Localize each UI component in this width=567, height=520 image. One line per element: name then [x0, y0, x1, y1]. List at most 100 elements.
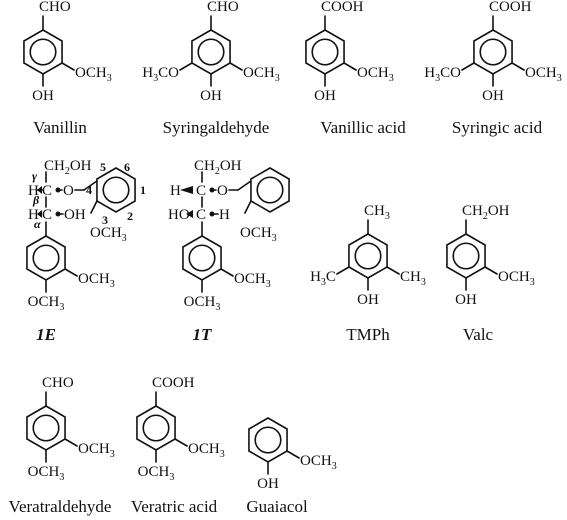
label-part: OH: [257, 476, 279, 492]
label-part: 4: [86, 183, 92, 197]
label-part: C: [42, 183, 52, 199]
bond: [220, 268, 234, 277]
ch2oh-group: CH2OH: [194, 158, 242, 177]
wedge-bond: [186, 210, 193, 218]
subscript: 3: [153, 73, 158, 84]
subscript: 3: [122, 233, 127, 244]
label-part: OCH: [28, 294, 60, 310]
label-part: 2: [127, 209, 133, 223]
vanillic-acid-caption: Vanillic acid: [320, 118, 406, 137]
subscript: 3: [59, 302, 64, 313]
label-part: Vanillic acid: [320, 118, 406, 137]
aromatic-circle: [142, 414, 170, 442]
bond: [174, 438, 188, 447]
label-part: CH: [194, 158, 215, 174]
syringaldehyde-caption: Syringaldehyde: [163, 118, 270, 137]
meta-substituent-left: H3C: [310, 269, 336, 288]
ortho-methoxy: OCH3: [240, 225, 277, 244]
tmph-caption: TMPh: [346, 325, 390, 344]
bond: [244, 200, 252, 214]
label-part: Valc: [463, 325, 494, 344]
label-part: OCH: [28, 464, 60, 480]
subscript: 3: [421, 277, 426, 288]
bond: [61, 62, 75, 71]
subscript: 3: [266, 279, 271, 290]
top-substituent: CHO: [42, 375, 74, 391]
label-part: 6: [124, 160, 130, 174]
label-part: 1: [140, 183, 146, 197]
h-atom: H: [170, 183, 181, 199]
label-part: CO: [440, 65, 461, 81]
subscript: 3: [59, 472, 64, 483]
label-part: H: [424, 65, 435, 81]
label-part: OH: [455, 292, 477, 308]
label-part: CH: [462, 203, 483, 219]
label-part: TMPh: [346, 325, 390, 344]
beta-label: β: [32, 193, 40, 207]
label-part: CH: [44, 158, 65, 174]
meta-substituent-left: H3CO: [142, 65, 179, 84]
alpha-label: α: [34, 217, 41, 231]
compound-1e-caption: 1E: [36, 325, 56, 344]
aromatic-circle: [452, 242, 480, 270]
subscript: 3: [332, 461, 337, 472]
label-part: H: [170, 183, 181, 199]
aromatic-circle: [29, 38, 57, 66]
position-2: 2: [127, 209, 133, 223]
aromatic-circle: [197, 38, 225, 66]
para-substituent: OH: [200, 88, 222, 104]
label-part: OCH: [243, 65, 275, 81]
aromatic-circle: [311, 38, 339, 66]
wedge-bond: [37, 210, 42, 218]
subscript: 3: [321, 277, 326, 288]
subscript: 3: [557, 73, 562, 84]
methoxy-group: OCH3: [300, 453, 337, 472]
label-part: OCH: [357, 65, 389, 81]
subscript: 3: [169, 472, 174, 483]
bond: [484, 266, 498, 275]
bond: [179, 62, 193, 71]
para-substituent: OH: [482, 88, 504, 104]
para-substituent: OH: [357, 292, 379, 308]
para-substituent: OH: [314, 88, 336, 104]
label-part: C: [196, 207, 206, 223]
h-atom: H: [28, 183, 39, 199]
bond: [336, 266, 350, 275]
aromatic-circle: [354, 242, 382, 270]
guaiacol-caption: Guaiacol: [246, 497, 308, 516]
subscript: 3: [435, 73, 440, 84]
meta-methoxy: OCH3: [78, 271, 115, 290]
label-part: Veratric acid: [131, 497, 218, 516]
label-part: γ: [32, 169, 37, 183]
meta-substituent-right: OCH3: [243, 65, 280, 84]
aromatic-circle: [32, 244, 60, 272]
label-part: OH: [64, 207, 86, 223]
meta-substituent-right: CH3: [400, 269, 426, 288]
bond: [83, 180, 98, 191]
label-part: OH: [220, 158, 242, 174]
label-part: H: [142, 65, 153, 81]
para-substituent: OH: [32, 88, 54, 104]
bond: [386, 266, 400, 275]
top-substituent: CHO: [207, 0, 239, 15]
label-part: C: [326, 269, 336, 285]
label-part: OCH: [525, 65, 557, 81]
label-part: CH: [400, 269, 421, 285]
label-part: Vanillin: [33, 118, 87, 137]
label-part: OCH: [498, 269, 530, 285]
label-part: H: [219, 207, 230, 223]
wedge-bond: [180, 186, 193, 194]
label-part: OCH: [90, 225, 122, 241]
aromatic-circle: [256, 176, 284, 204]
label-part: α: [34, 217, 41, 231]
subscript: 3: [385, 211, 390, 222]
benzene-ring: [250, 167, 290, 213]
alpha-carbon: C: [196, 207, 206, 223]
position-6: 6: [124, 160, 130, 174]
